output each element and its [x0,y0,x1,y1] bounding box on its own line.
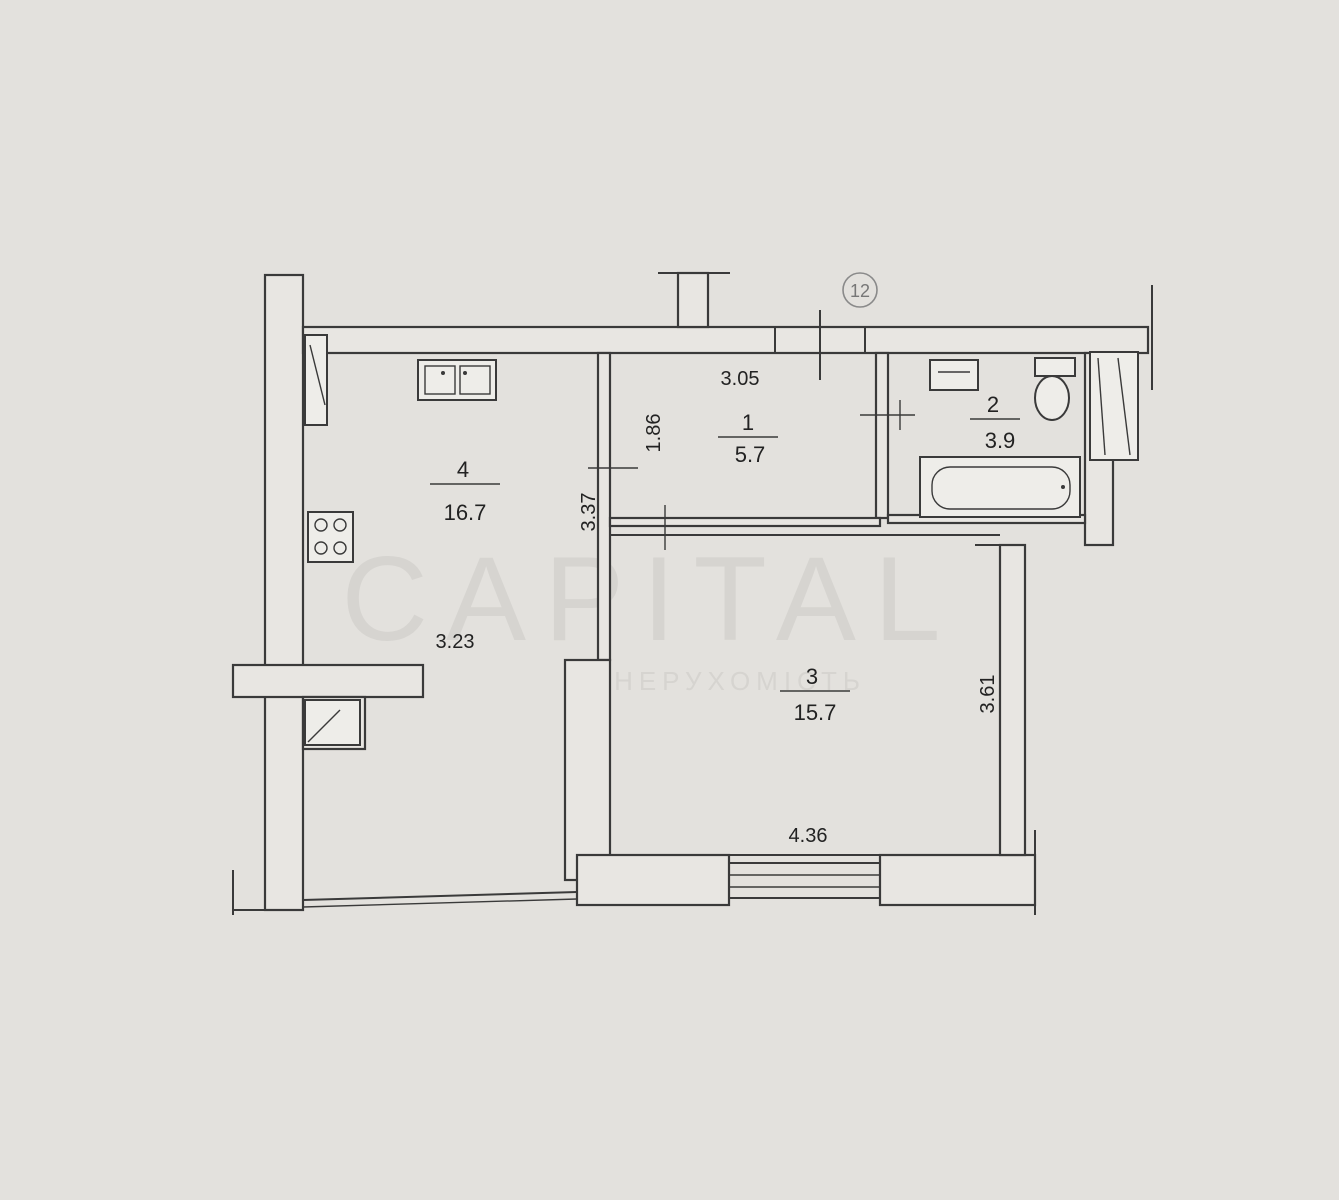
room-3-outline [609,534,1000,856]
watermark: CAPITAL НЕРУХОМІСТЬ [341,532,958,696]
toilet [1034,357,1076,421]
room-1-label: 1 5.7 [718,410,778,467]
room-3-label: 3 15.7 [780,664,850,725]
room-4-number: 4 [457,457,469,482]
dim-corridor-width: 3.05 [721,368,760,390]
shaft [304,699,361,746]
room-1-number: 1 [742,410,754,435]
window-kitchen [302,891,578,908]
dim-room-height: 3.61 [977,675,999,714]
room-2-area: 3.9 [985,428,1016,453]
dim-corridor-depth: 1.86 [643,414,665,453]
room-3-area: 15.7 [794,700,837,725]
axis-marker-label: 12 [850,281,870,301]
utility-shaft [1089,351,1139,461]
kitchen-counter [304,334,328,426]
bathtub [919,456,1081,518]
room-4-label: 4 16.7 [430,457,500,525]
kitchen-stove [307,511,354,563]
room-3-number: 3 [806,664,818,689]
door-marks [664,310,915,550]
dim-room-width: 4.36 [789,825,828,847]
kitchen-sink [417,359,497,401]
watermark-brand: CAPITAL [341,532,958,666]
room-2-label: 2 3.9 [970,392,1020,453]
room-1-area: 5.7 [735,442,766,467]
room-4-area: 16.7 [444,500,487,525]
walls [231,271,1153,915]
room-2-number: 2 [987,392,999,417]
bathroom-sink [929,359,979,391]
window-room-3 [728,855,881,905]
dim-kitchen-height: 3.37 [578,493,600,532]
axis-marker: 12 [842,272,878,308]
dim-kitchen-width: 3.23 [436,631,475,653]
